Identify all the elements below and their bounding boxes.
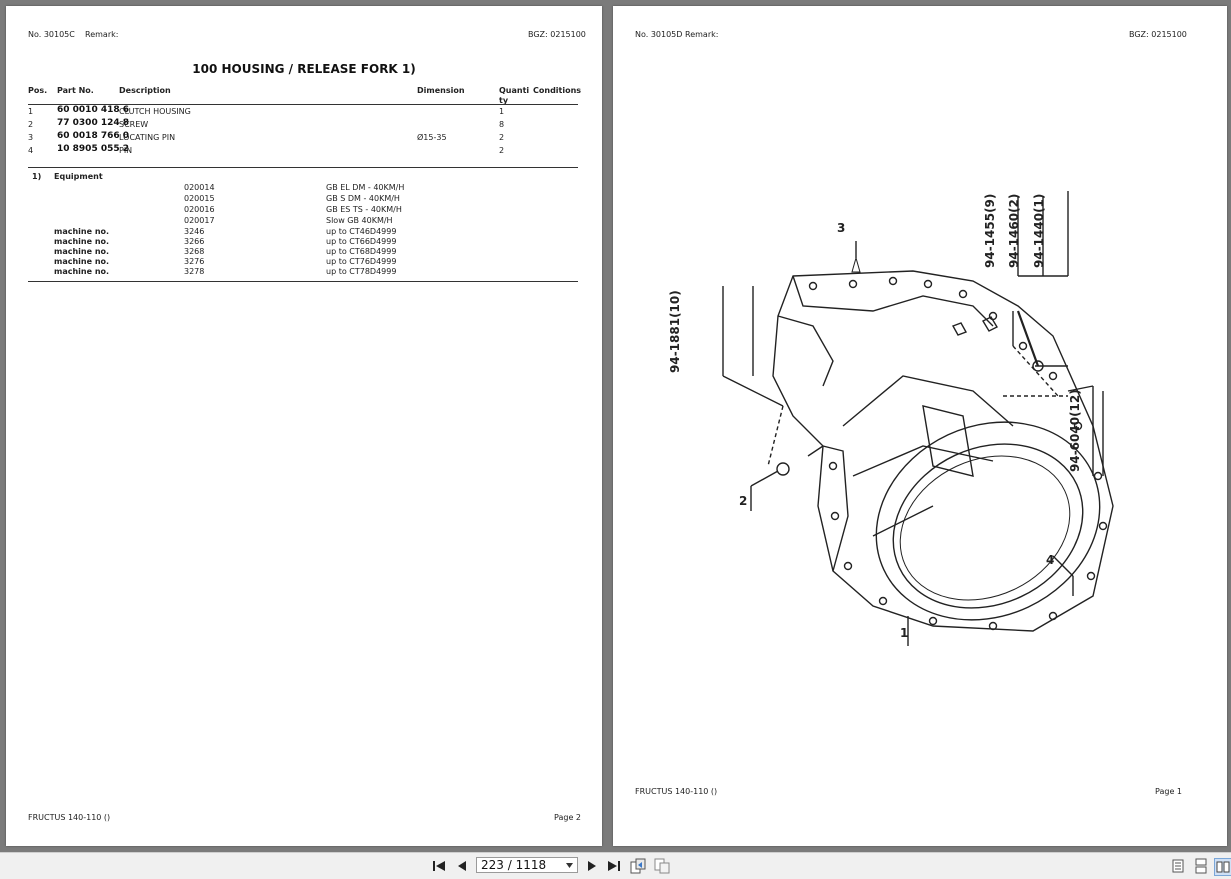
header-pos: Pos.: [28, 86, 48, 95]
footnote-marker: 1): [32, 172, 42, 181]
paste-page-icon[interactable]: [654, 858, 670, 874]
footer-model: FRUCTUS 140-110 (): [28, 813, 111, 822]
row-pos: 3: [28, 133, 34, 142]
ref-94-6040: 94-6040(12): [1068, 389, 1082, 472]
equipment-code: 3246: [184, 227, 205, 236]
row-part-no: 10 8905 055 2: [57, 144, 130, 154]
equipment-row: machine no. 3268 up to CT68D4999: [6, 247, 602, 258]
exploded-view-page: No. 30105D Remark: BGZ: 0215100: [613, 6, 1227, 846]
table-end-divider: [28, 167, 578, 168]
equipment-end-divider: [28, 281, 578, 282]
equipment-row: machine no. 3246 up to CT46D4999: [6, 227, 602, 238]
footer-page-number: Page 2: [554, 813, 581, 822]
equipment-text: Slow GB 40KM/H: [326, 216, 393, 225]
row-part-no: 77 0300 124 8: [57, 118, 130, 128]
equipment-row: machine no. 3278 up to CT78D4999: [6, 267, 602, 278]
equipment-code: 020014: [184, 183, 215, 192]
equipment-row: machine no. 3276 up to CT76D4999: [6, 257, 602, 268]
header-quantity: Quanti ty: [499, 86, 530, 105]
equipment-label: machine no.: [54, 257, 110, 266]
single-page-view-icon[interactable]: [1170, 858, 1186, 874]
row-description: CLUTCH HOUSING: [119, 107, 191, 116]
first-page-icon[interactable]: [431, 858, 447, 874]
equipment-text: GB EL DM - 40KM/H: [326, 183, 405, 192]
header-description: Description: [119, 86, 171, 95]
row-pos: 1: [28, 107, 34, 116]
row-quantity: 8: [499, 120, 505, 129]
footer-page-number: Page 1: [1155, 787, 1182, 796]
equipment-label: machine no.: [54, 267, 110, 276]
copy-page-icon[interactable]: [630, 858, 646, 874]
equipment-code: 3278: [184, 267, 205, 276]
row-description: SCREW: [119, 120, 149, 129]
equipment-code: 3276: [184, 257, 205, 266]
header-dimension: Dimension: [417, 86, 465, 95]
callout-2: 2: [739, 494, 748, 508]
prev-page-icon[interactable]: [454, 858, 470, 874]
equipment-code: 020017: [184, 216, 215, 225]
next-page-icon[interactable]: [584, 858, 600, 874]
equipment-label: machine no.: [54, 237, 110, 246]
row-quantity: 2: [499, 146, 505, 155]
bgz-number: BGZ: 0215100: [528, 30, 586, 39]
row-pos: 2: [28, 120, 34, 129]
equipment-label: machine no.: [54, 247, 110, 256]
equipment-code: 3268: [184, 247, 205, 256]
equipment-row: 020016 GB ES TS - 40KM/H: [6, 205, 602, 216]
row-description: LOCATING PIN: [119, 133, 176, 142]
ref-94-1460: 94-1460(2): [1007, 193, 1021, 268]
equipment-text: up to CT66D4999: [326, 237, 397, 246]
equipment-text: up to CT78D4999: [326, 267, 397, 276]
clutch-housing-drawing: [722, 191, 1114, 646]
chevron-down-icon[interactable]: [566, 862, 573, 868]
page-title: 100 HOUSING / RELEASE FORK 1): [192, 62, 416, 76]
equipment-row: 020014 GB EL DM - 40KM/H: [6, 183, 602, 194]
callout-1: 1: [900, 626, 909, 640]
remark-label: Remark:: [85, 30, 119, 39]
equipment-code: 020015: [184, 194, 215, 203]
equipment-code: 020016: [184, 205, 215, 214]
callout-4: 4: [1046, 553, 1055, 567]
equipment-text: up to CT68D4999: [326, 247, 397, 256]
footer-model: FRUCTUS 140-110 (): [635, 787, 718, 796]
equipment-row: 020017 Slow GB 40KM/H: [6, 216, 602, 227]
equipment-label: machine no.: [54, 227, 110, 236]
header-divider: [28, 104, 578, 105]
equipment-code: 3266: [184, 237, 205, 246]
footnote-label: Equipment: [54, 172, 103, 181]
page-number-input[interactable]: 223 / 1118: [476, 857, 578, 873]
equipment-text: GB ES TS - 40KM/H: [326, 205, 402, 214]
ref-94-1881: 94-1881(10): [668, 290, 682, 373]
row-description: PIN: [119, 146, 133, 155]
row-part-no: 60 0010 418 6: [57, 105, 130, 115]
header-part-no: Part No.: [57, 86, 94, 95]
doc-number: No. 30105D: [635, 30, 683, 39]
row-quantity: 2: [499, 133, 505, 142]
equipment-text: up to CT46D4999: [326, 227, 397, 236]
equipment-row: machine no. 3266 up to CT66D4999: [6, 237, 602, 248]
two-page-view-icon[interactable]: [1214, 858, 1231, 876]
last-page-icon[interactable]: [606, 858, 622, 874]
remark-label: Remark:: [685, 30, 719, 39]
bgz-number: BGZ: 0215100: [1129, 30, 1187, 39]
row-quantity: 1: [499, 107, 505, 116]
ref-94-1440: 94-1440(1): [1032, 193, 1046, 268]
equipment-row: 020015 GB S DM - 40KM/H: [6, 194, 602, 205]
viewer-toolbar: 223 / 1118: [0, 852, 1231, 879]
continuous-view-icon[interactable]: [1193, 858, 1209, 874]
header-conditions: Conditions: [533, 86, 582, 95]
parts-list-page: No. 30105C Remark: BGZ: 0215100 100 HOUS…: [6, 6, 602, 846]
row-part-no: 60 0018 766 0: [57, 131, 130, 141]
ref-94-1455: 94-1455(9): [983, 193, 997, 268]
equipment-text: up to CT76D4999: [326, 257, 397, 266]
doc-number: No. 30105C: [28, 30, 75, 39]
callout-3: 3: [837, 221, 846, 235]
row-dimension: Ø15-35: [417, 133, 447, 142]
equipment-text: GB S DM - 40KM/H: [326, 194, 400, 203]
row-pos: 4: [28, 146, 34, 155]
page-indicator: 223 / 1118: [481, 858, 547, 872]
